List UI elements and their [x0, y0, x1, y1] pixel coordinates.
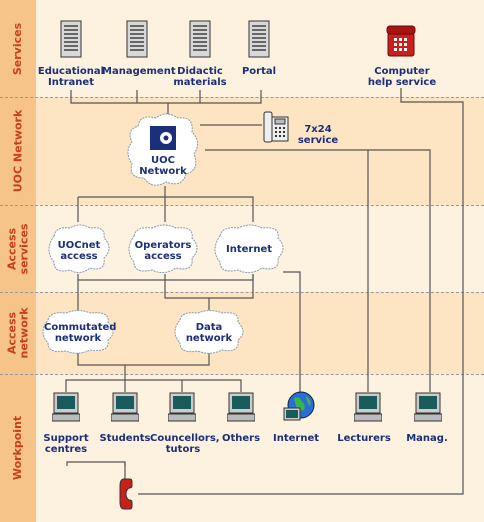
commutated-network-cloud — [42, 310, 114, 354]
service-management-label: Management — [102, 66, 176, 77]
service-portal-label: Portal — [241, 66, 277, 77]
workpoint-students-label: Students — [99, 433, 151, 444]
section-divider — [0, 97, 484, 98]
globe-icon — [283, 391, 315, 421]
workpoint-managers-label: Manag. — [406, 433, 448, 444]
operators-access-cloud — [128, 224, 198, 274]
pc-icon — [354, 392, 382, 422]
operators-access-label: Operators access — [134, 240, 192, 262]
internet-access-label: Internet — [225, 244, 272, 255]
service-didactic-materials-label: Didactic materials — [173, 66, 227, 88]
pc-icon — [111, 392, 139, 422]
server-icon — [248, 20, 270, 58]
internet-access-cloud — [214, 224, 284, 274]
server-icon — [126, 20, 148, 58]
uoc-network-label: UOC Network — [139, 155, 187, 177]
pc-icon — [227, 392, 255, 422]
section-divider — [0, 292, 484, 293]
workpoint-support-centres-label: Support centres — [43, 433, 89, 455]
handset-icon — [119, 478, 133, 510]
server-icon — [60, 20, 82, 58]
band-workpoint — [36, 374, 484, 522]
service-computer-help-label: Computer help service — [367, 66, 437, 88]
data-network-label: Data network — [185, 322, 233, 344]
server-icon — [189, 20, 211, 58]
phone-icon — [263, 111, 289, 143]
band-uoc-network — [36, 97, 484, 205]
pc-icon — [414, 392, 442, 422]
uocnet-access-label: UOCnet access — [57, 240, 101, 262]
service-educational-intranet-label: Educational Intranet — [37, 66, 105, 88]
pc-icon — [168, 392, 196, 422]
workpoint-lecturers-label: Lecturers — [337, 433, 391, 444]
uoc-logo-icon — [150, 126, 176, 150]
service-7x24-label: 7x24 service — [297, 124, 339, 146]
pc-icon — [52, 392, 80, 422]
section-sidebar — [0, 0, 36, 522]
workpoint-internet-label: Internet — [272, 433, 319, 444]
data-network-cloud — [174, 310, 244, 354]
workpoint-councellors-label: Councellors, tutors — [150, 433, 220, 455]
section-divider — [0, 205, 484, 206]
workpoint-others-label: Others — [221, 433, 261, 444]
commutated-network-label: Commutated network — [44, 322, 117, 344]
section-divider — [0, 374, 484, 375]
uocnet-access-cloud — [48, 224, 110, 274]
phone-icon — [386, 25, 416, 57]
